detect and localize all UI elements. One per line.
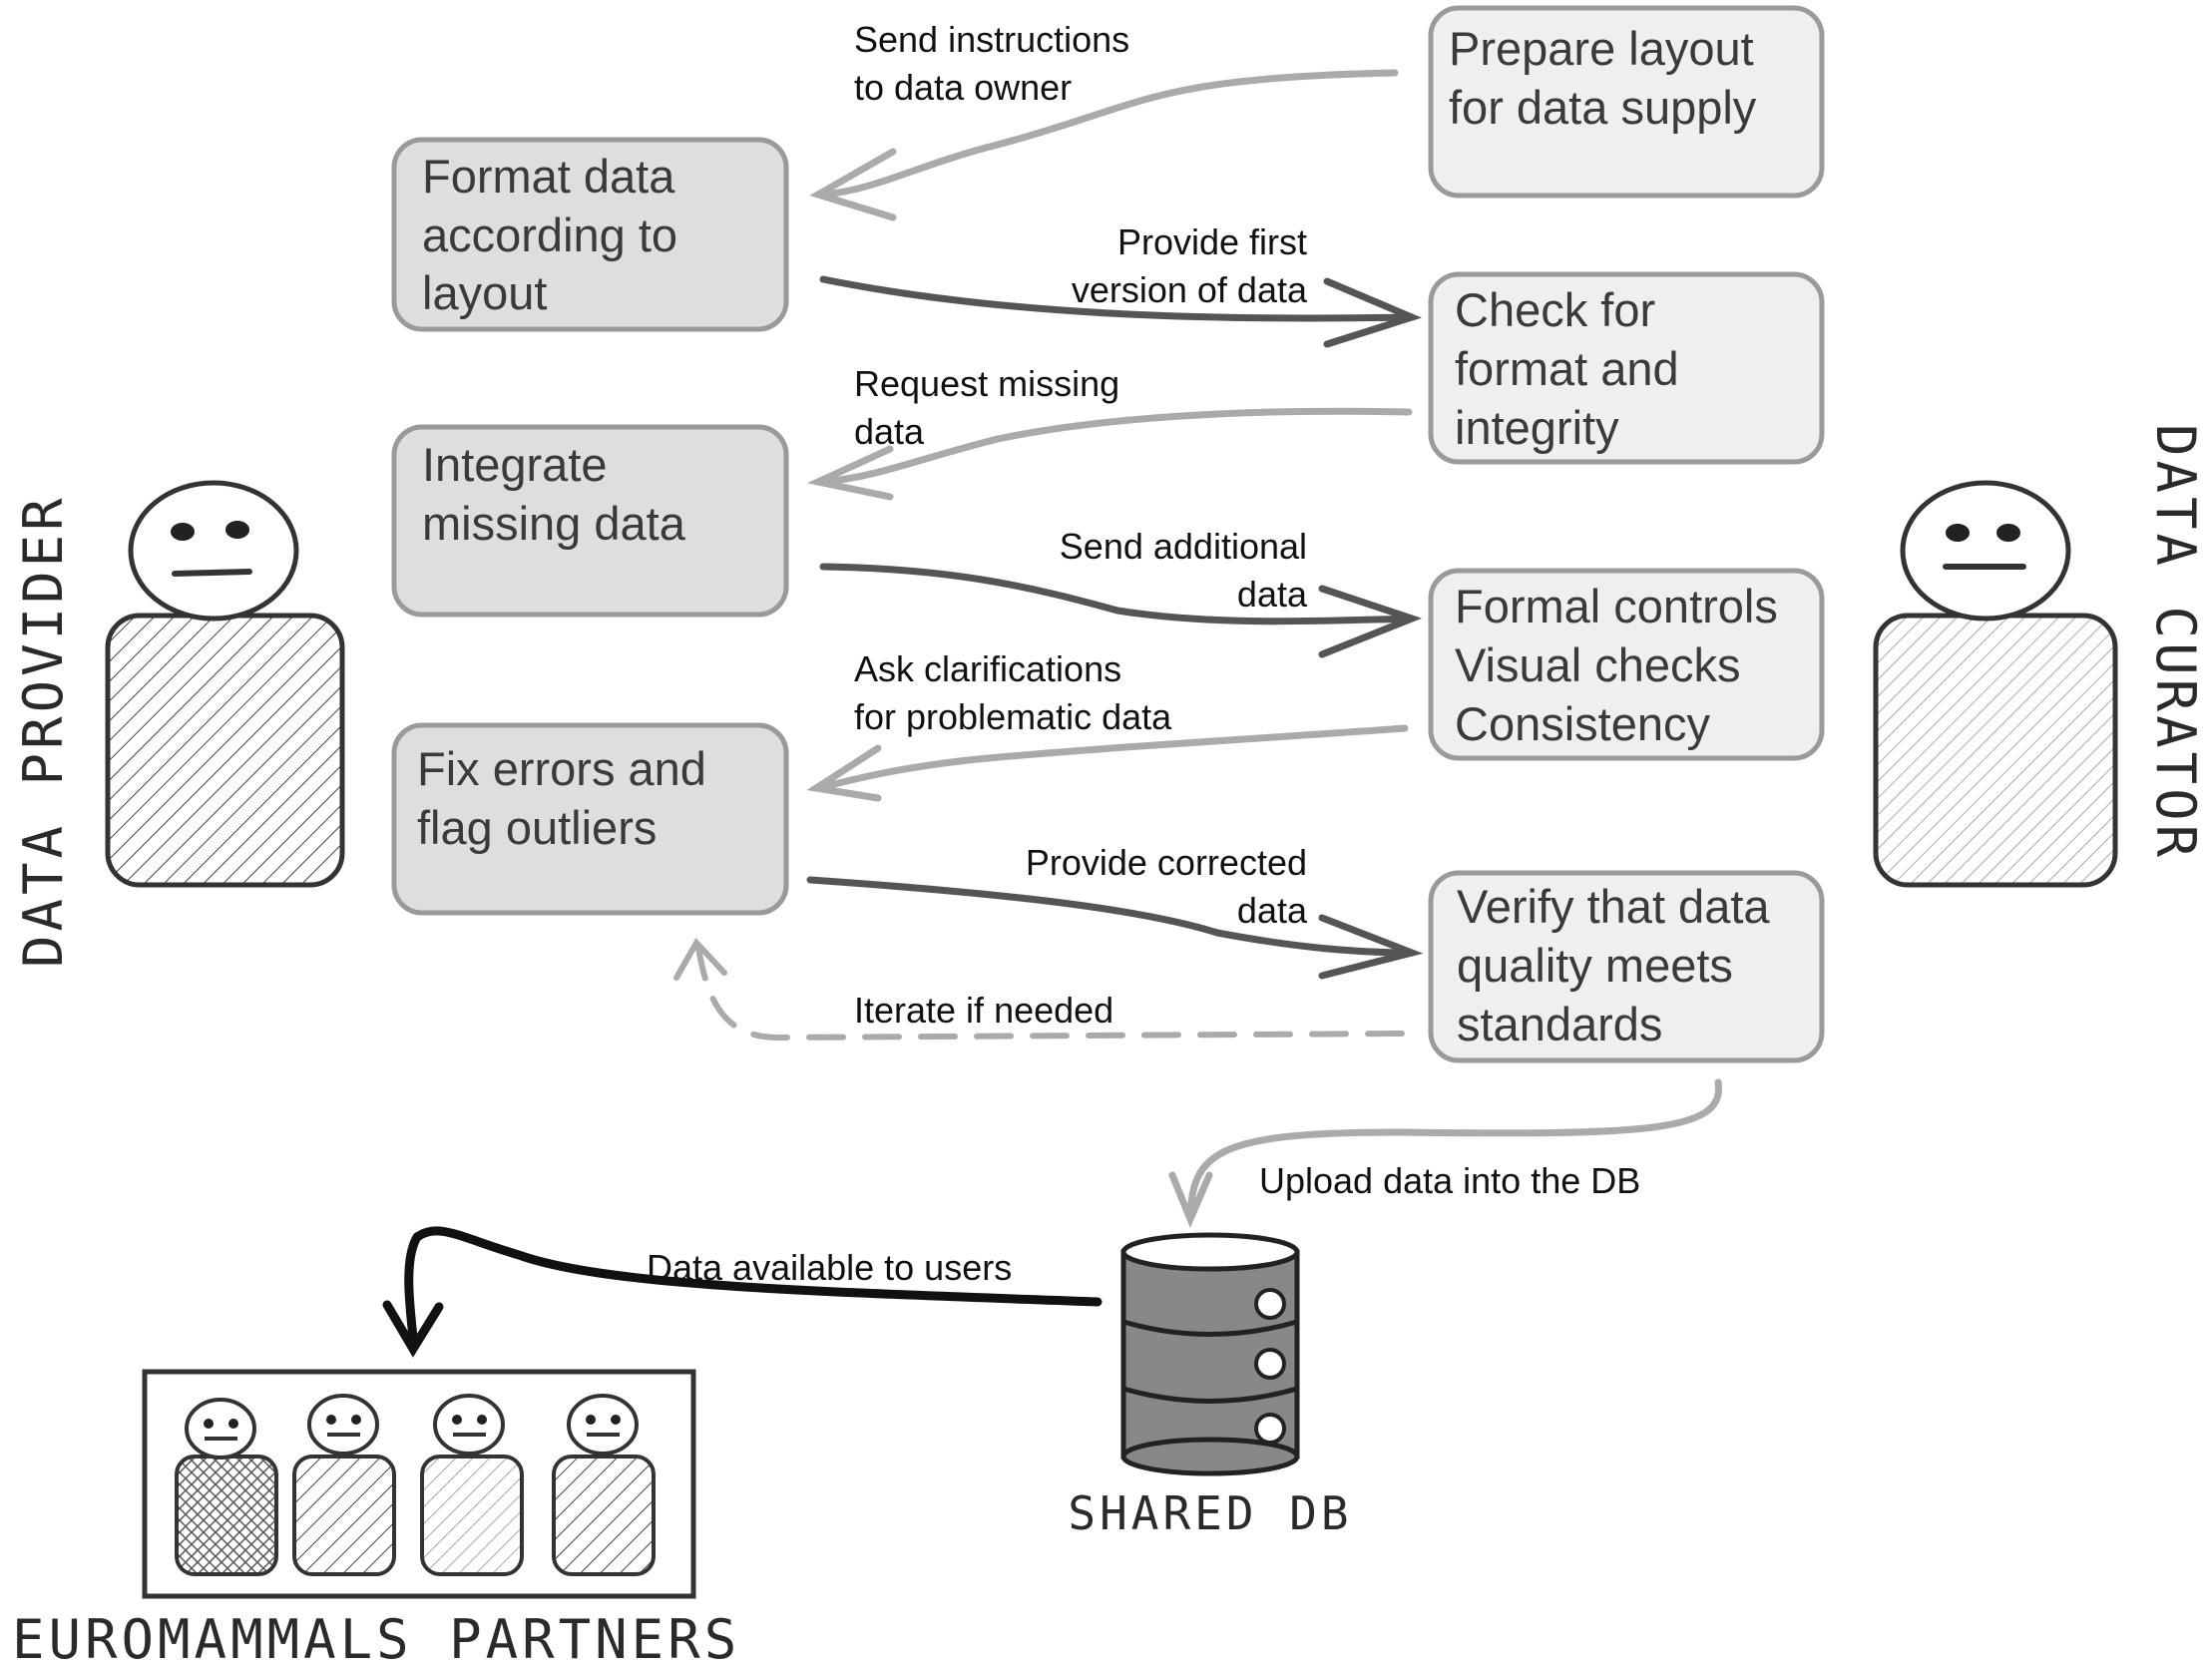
arrow-iterate [673, 937, 1405, 1041]
label-upload: Upload data into the DB [1259, 1160, 1640, 1201]
arrow-provide-corrected [806, 876, 1424, 980]
arrow-available [382, 1226, 1103, 1358]
label-request-missing-2: data [854, 411, 925, 452]
partner-figure [175, 1398, 278, 1576]
box-line: format and [1455, 342, 1679, 395]
provider-box-integrate: Integrate missing data [391, 424, 789, 618]
arrow-send-additional [819, 563, 1423, 658]
box-line: Verify that data [1457, 880, 1770, 933]
arrow-provide-first [819, 275, 1423, 348]
arrow-upload [1168, 1078, 1723, 1229]
arrow-request-missing [806, 407, 1413, 501]
label-send-additional-2: data [1237, 574, 1308, 615]
partner-figure [552, 1394, 656, 1576]
curator-box-prepare: Prepare layout for data supply [1428, 5, 1825, 199]
data-curator-label: DATA CURATOR [2144, 424, 2207, 861]
box-line: Visual checks [1455, 638, 1741, 691]
provider-box-format: Format data according to layout [391, 137, 789, 332]
label-ask-clarifications-1: Ask clarifications [854, 648, 1121, 689]
label-iterate: Iterate if needed [854, 990, 1113, 1031]
box-line: standards [1457, 998, 1662, 1050]
box-line: layout [422, 266, 547, 319]
label-provide-first-1: Provide first [1117, 221, 1307, 262]
box-line: according to [422, 208, 677, 261]
partners-group [142, 1369, 696, 1599]
provider-box-fix: Fix errors and flag outliers [391, 722, 789, 916]
partner-figure [420, 1394, 524, 1576]
box-line: quality meets [1457, 939, 1733, 992]
data-curator-figure [1873, 480, 2118, 888]
label-request-missing-1: Request missing [854, 363, 1119, 404]
box-line: Formal controls [1455, 580, 1778, 632]
box-line: missing data [422, 497, 686, 550]
box-line: Consistency [1455, 697, 1710, 750]
label-available: Data available to users [647, 1247, 1012, 1288]
curator-box-check: Check for format and integrity [1428, 271, 1825, 465]
arrow-send-instructions [809, 69, 1399, 221]
label-ask-clarifications-2: for problematic data [854, 696, 1172, 737]
curator-box-controls: Formal controls Visual checks Consistenc… [1428, 568, 1825, 761]
box-line: Prepare layout [1449, 22, 1754, 75]
data-provider-figure [105, 480, 345, 888]
label-provide-corrected-1: Provide corrected [1026, 842, 1307, 883]
box-line: Fix errors and [417, 742, 706, 795]
data-provider-label: DATA PROVIDER [12, 494, 75, 968]
partners-label: EUROMAMMALS PARTNERS [12, 1608, 740, 1666]
curator-box-verify: Verify that data quality meets standards [1428, 870, 1825, 1063]
box-line: Integrate [422, 438, 608, 491]
shared-db-label: SHARED DB [1068, 1486, 1352, 1540]
label-send-additional-1: Send additional [1060, 526, 1307, 567]
label-send-instructions-1: Send instructions [854, 19, 1129, 60]
arrow-ask-clarifications [806, 724, 1409, 802]
label-send-instructions-2: to data owner [854, 67, 1072, 108]
box-line: Format data [422, 150, 675, 203]
box-line: Check for [1455, 283, 1655, 336]
label-provide-corrected-2: data [1237, 890, 1308, 931]
box-line: flag outliers [417, 801, 657, 854]
box-line: integrity [1455, 401, 1619, 454]
label-provide-first-2: version of data [1072, 269, 1308, 310]
box-line: for data supply [1449, 81, 1757, 134]
shared-db-icon [1120, 1232, 1300, 1476]
partner-figure [292, 1394, 396, 1576]
